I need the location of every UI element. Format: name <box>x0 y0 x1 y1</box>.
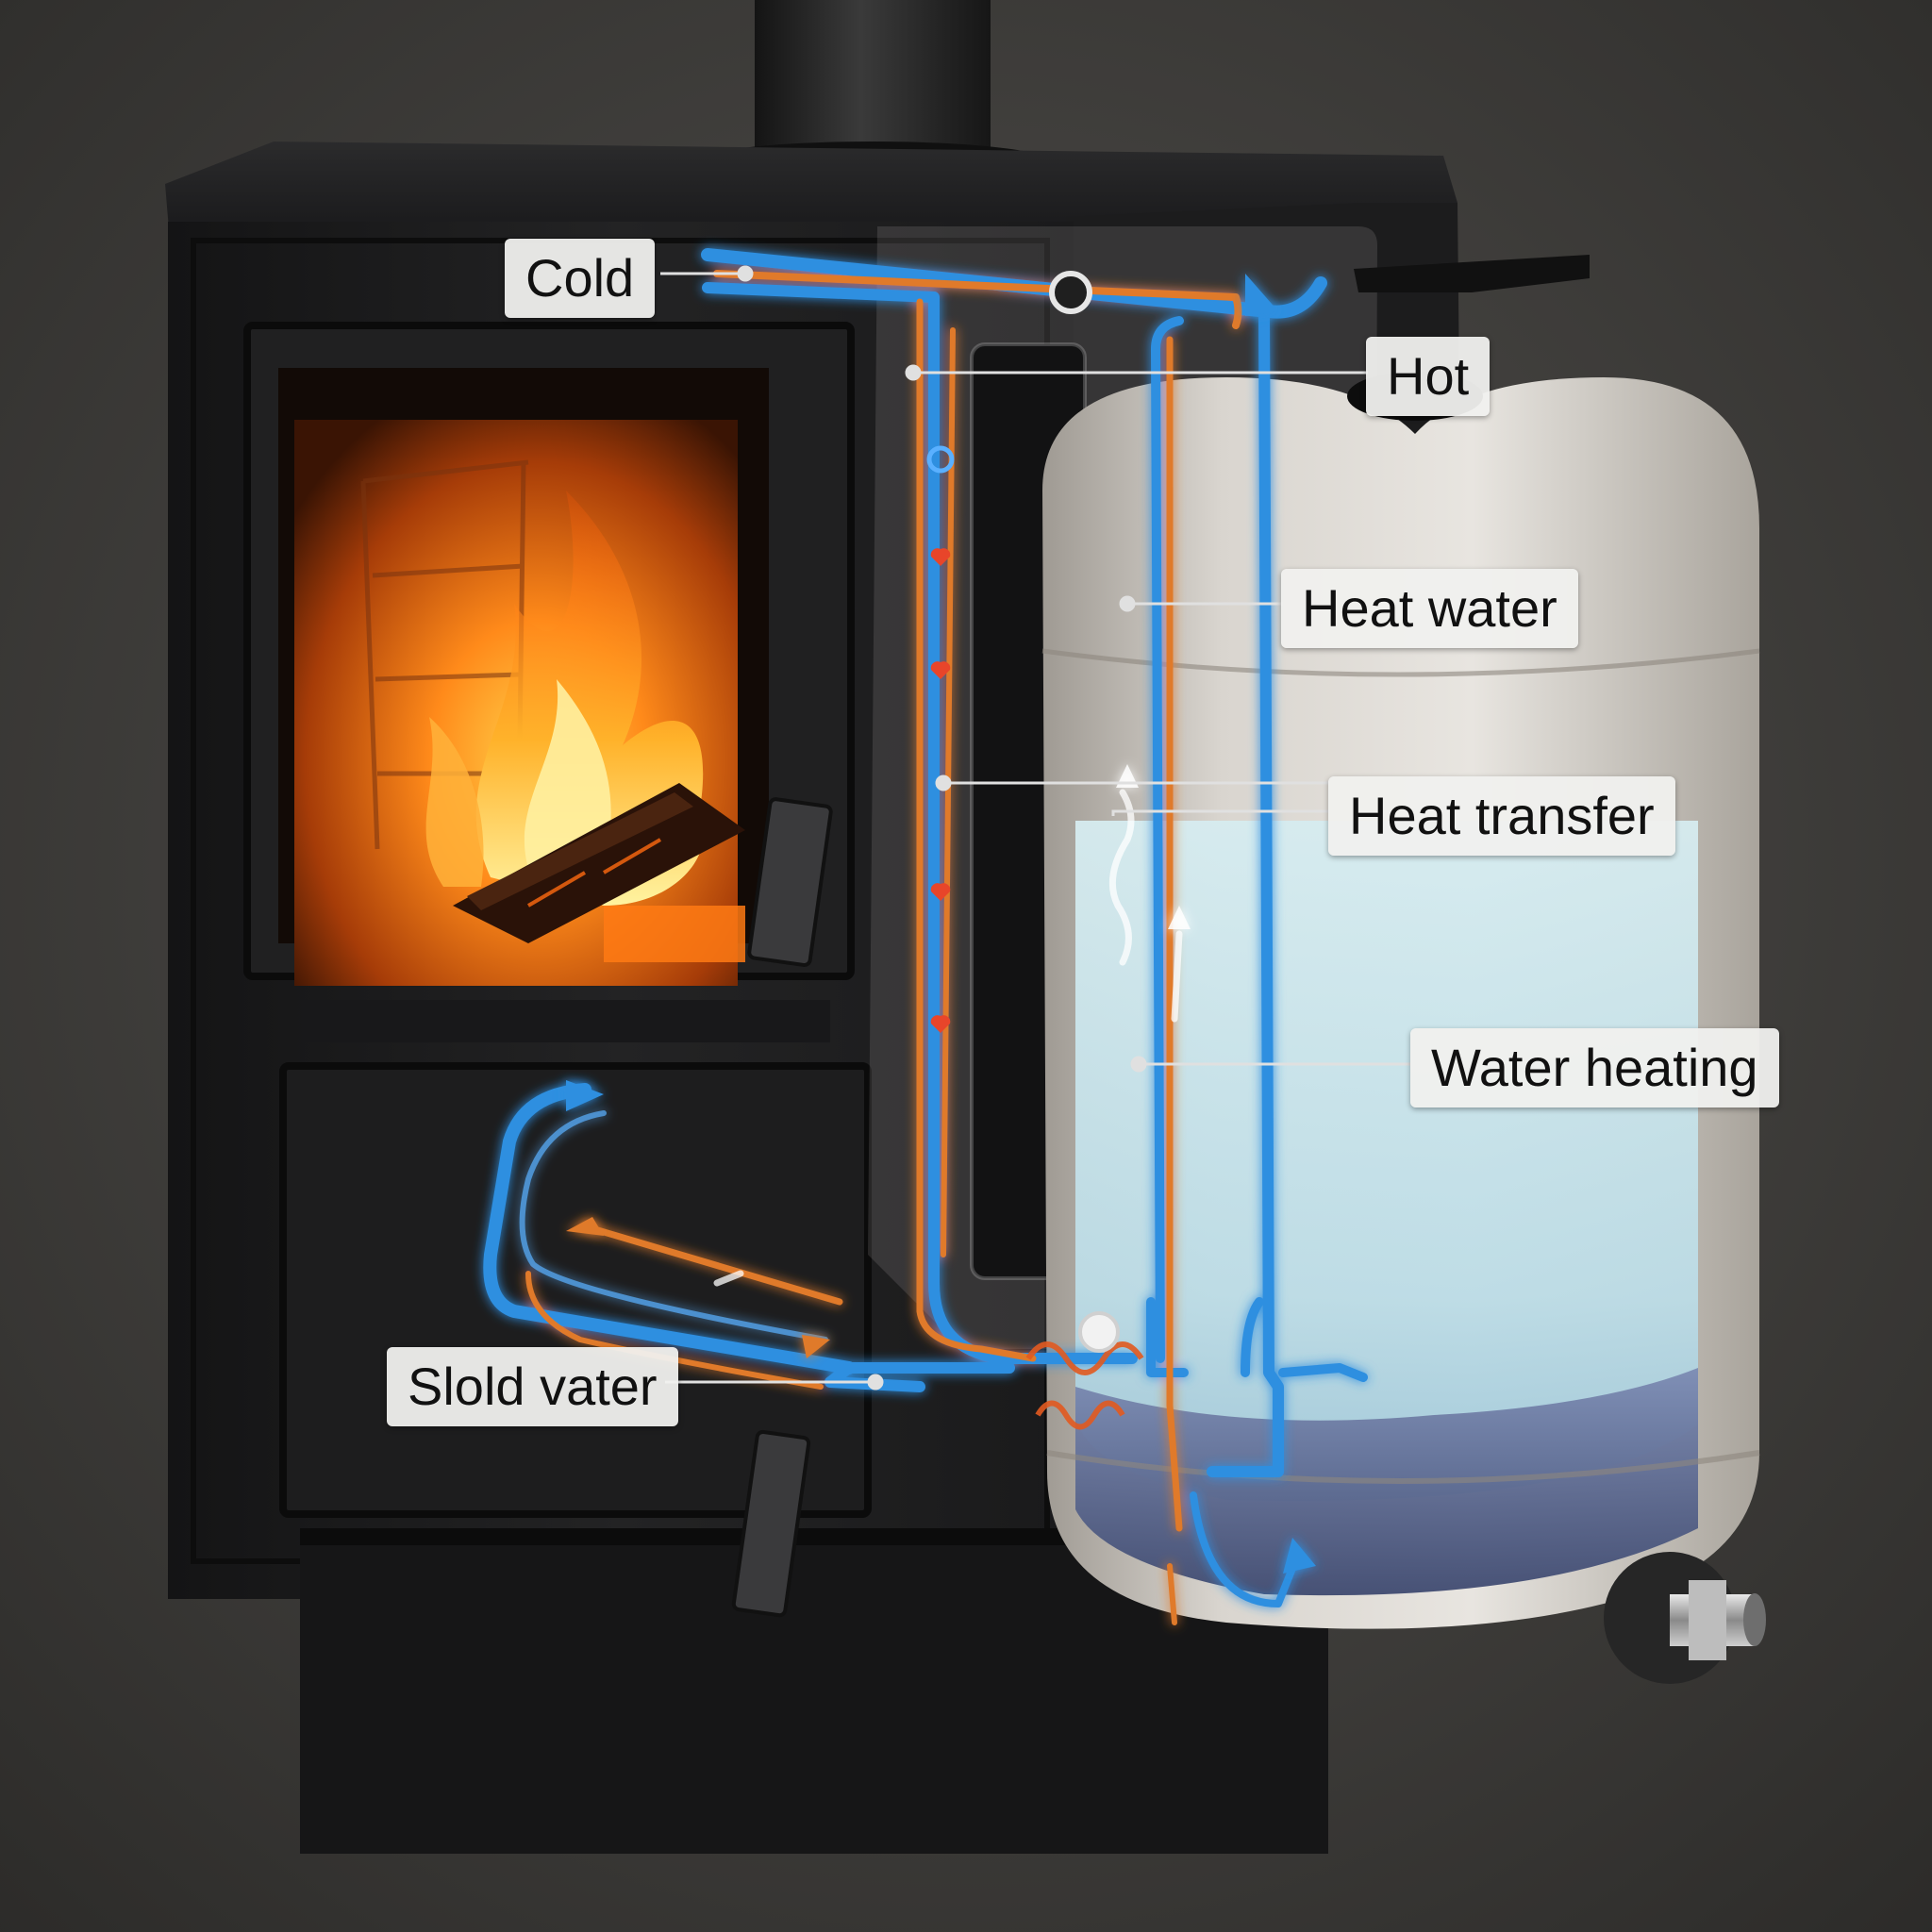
firewood-icon <box>453 783 745 962</box>
sensor-node <box>926 271 1092 474</box>
drawer-handle <box>731 1429 811 1618</box>
embers <box>604 906 745 962</box>
label-cold: Cold <box>505 239 656 318</box>
label-heat-water: Heat water <box>1281 569 1578 648</box>
door-handle <box>747 797 833 967</box>
rising-water-streams <box>713 789 1183 1287</box>
label-hot: Hot <box>1366 337 1491 416</box>
mount-bracket <box>1354 255 1590 292</box>
tank-water <box>1075 821 1698 1501</box>
outlet-fitting <box>1604 1552 1766 1684</box>
leader-lines <box>660 265 1410 1391</box>
storage-tank <box>1041 372 1760 1629</box>
valve-fitting <box>1078 1311 1120 1353</box>
heart-marker-icon <box>930 548 951 1033</box>
heat-turbulence <box>1025 1341 1144 1430</box>
label-slold-vater: Slold vater <box>387 1347 678 1426</box>
label-water-heating: Water heating <box>1410 1028 1779 1108</box>
label-heat-transfer: Heat transfer <box>1328 776 1675 856</box>
flow-arrow-icon <box>566 274 1316 1574</box>
